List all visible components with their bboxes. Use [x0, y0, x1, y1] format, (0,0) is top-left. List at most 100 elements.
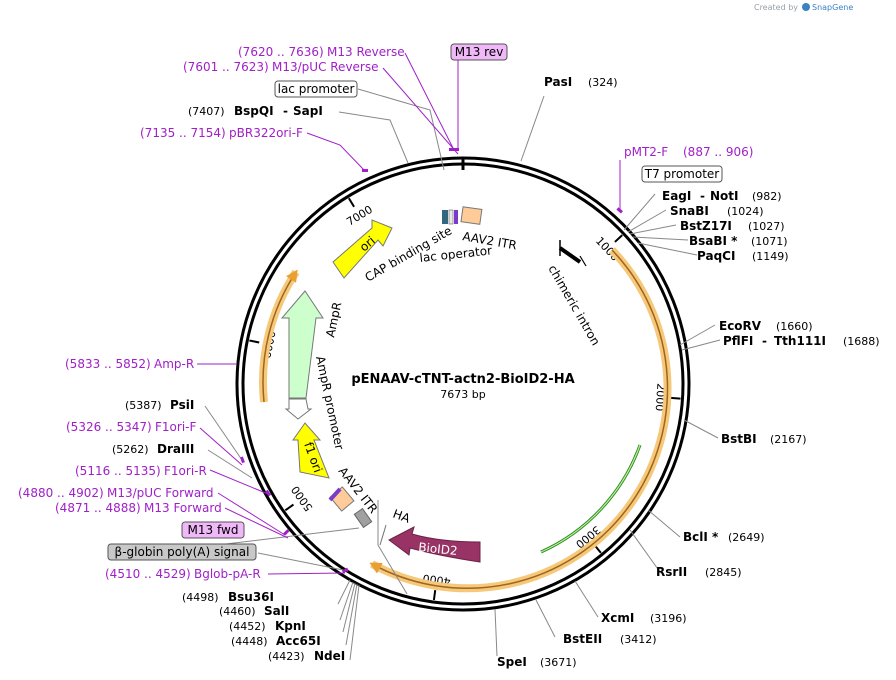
enzyme-paqci[interactable]: PaqCI	[697, 249, 735, 263]
enzyme-bspqi-pos: (7407)	[188, 105, 225, 118]
primer-m13-forward-range[interactable]: (4871 .. 4888)	[55, 501, 141, 515]
primer-bglob-pa-r-name[interactable]: Bglob-pA-R	[194, 567, 261, 581]
primer-marks	[240, 148, 623, 574]
enzyme-noti[interactable]: NotI	[710, 189, 739, 203]
enzyme-spei[interactable]: SpeI	[497, 655, 527, 669]
enzyme-pasi[interactable]: PasI	[544, 75, 572, 89]
lac-promoter-box[interactable]	[274, 80, 358, 98]
tick-mark-1000	[614, 234, 623, 243]
primer-f1ori-f-name[interactable]: F1ori-F	[155, 420, 196, 434]
primer-bglob-pa-r-range[interactable]: (4510 .. 4529)	[105, 567, 191, 581]
enzyme-draiii[interactable]: DraIII	[157, 442, 194, 456]
primer-amp-r-range[interactable]: (5833 .. 5852)	[65, 357, 151, 371]
primer-amp-r-name[interactable]: Amp-R	[154, 357, 194, 371]
primer-f1ori-r-name[interactable]: F1ori-R	[164, 464, 207, 478]
green-feature-arc-highlight	[540, 444, 641, 553]
m13rev-site-block	[454, 210, 458, 224]
m13-rev-box[interactable]	[450, 43, 508, 61]
enzyme-bsteii[interactable]: BstEII	[563, 632, 602, 646]
enzyme-pflfi[interactable]: PflFI	[723, 334, 753, 348]
aav2-itr-top-block[interactable]	[460, 206, 483, 225]
enzyme-bstbi[interactable]: BstBI	[721, 432, 757, 446]
enzyme-kpni[interactable]: KpnI	[275, 619, 306, 633]
primer-pmt2-f-range[interactable]: (887 .. 906)	[683, 145, 753, 159]
m13-fwd-label: M13 fwd	[188, 523, 239, 537]
enzyme-rsrii[interactable]: RsrII	[656, 565, 687, 579]
enzyme-bstbi-pos: (2167)	[770, 433, 807, 446]
enzyme-ecorv-pos: (1660)	[776, 320, 813, 333]
primer-pbr322ori-f-range[interactable]: (7135 .. 7154)	[140, 126, 226, 140]
primer-m13-forward-name[interactable]: M13 Forward	[144, 501, 222, 515]
bglobin-label: β-globin poly(A) signal	[115, 545, 250, 559]
primer-pbr322ori-f-name[interactable]: pBR322ori-F	[229, 126, 303, 140]
enzyme-rsrii-pos: (2845)	[705, 566, 742, 579]
bioid2-arrow[interactable]	[388, 526, 481, 563]
leader-draiii	[207, 449, 253, 479]
enzyme-acc65i[interactable]: Acc65I	[276, 634, 321, 648]
ampr-arrow[interactable]	[280, 290, 324, 399]
enzyme-labels-left: (7407) BspQI - SapI (5387) PsiI (5262) D…	[112, 104, 345, 663]
t7-promoter-box[interactable]	[641, 165, 723, 183]
primer-leaders	[197, 52, 621, 575]
enzyme-bsabi[interactable]: BsaBI *	[689, 234, 738, 248]
leader-m13-forward	[224, 507, 289, 539]
primer-m13puc-reverse-range[interactable]: (7601 .. 7623)	[183, 60, 269, 74]
leader-sali	[339, 581, 354, 621]
enzyme-acc65i-pos: (4448)	[231, 635, 268, 648]
leader-psii	[204, 405, 243, 461]
primer-m13puc-forward-name[interactable]: M13/pUC Forward	[107, 486, 214, 500]
enzyme-bspqi[interactable]: BspQI	[234, 104, 274, 118]
ha-label: HA	[391, 507, 413, 526]
m13-fwd-box[interactable]	[181, 521, 245, 539]
plasmid-name: pENAAV-cTNT-actn2-BioID2-HA	[351, 372, 574, 387]
primer-f1ori-r-range[interactable]: (5116 .. 5135)	[75, 464, 161, 478]
gray-feature-block[interactable]	[353, 507, 373, 529]
primer-m13puc-reverse-name[interactable]: M13/pUC Reverse	[272, 60, 379, 74]
cap-site-block	[442, 210, 448, 224]
primer-m13-reverse-range[interactable]: (7620 .. 7636)	[238, 45, 324, 59]
enzyme-pflfi-pos: (1688)	[843, 335, 880, 348]
enzyme-ecorv[interactable]: EcoRV	[719, 319, 762, 333]
tick-mark-4000	[432, 590, 437, 601]
enzyme-sapi[interactable]: SapI	[293, 104, 323, 118]
primer-f1ori-f-range[interactable]: (5326 .. 5347)	[66, 420, 152, 434]
enzyme-tth111i[interactable]: Tth111I	[774, 334, 826, 348]
enzyme-psii[interactable]: PsiI	[170, 398, 194, 412]
enzyme-paqci-pos: (1149)	[752, 250, 789, 263]
primer-m13-reverse-name[interactable]: M13 Reverse	[327, 45, 405, 59]
tick-label-5000: 5000	[289, 483, 316, 513]
enzyme-bsu36i[interactable]: Bsu36I	[228, 590, 274, 604]
enzyme-ndei[interactable]: NdeI	[314, 649, 345, 663]
enzyme-sali[interactable]: SalI	[264, 604, 289, 618]
enzyme-eagi[interactable]: EagI	[662, 189, 691, 203]
enzyme-eagi-pos: (982)	[752, 190, 782, 203]
leader-bcli	[647, 509, 681, 538]
enzyme-bstz17i[interactable]: BstZ17I	[680, 219, 732, 233]
leader-eagi	[623, 193, 656, 231]
ori-arrow[interactable]	[332, 219, 393, 279]
lac-operator-block	[448, 209, 454, 225]
enzyme-pasi-pos: (324)	[588, 76, 618, 89]
enzyme-snabi[interactable]: SnaBI	[670, 204, 709, 218]
tick-mark-5000	[284, 503, 295, 512]
enzyme-bsu36i-pos: (4498)	[182, 591, 219, 604]
tick-label-7000: 7000	[344, 203, 375, 229]
ha-tag-block[interactable]	[379, 524, 387, 546]
ampr-promoter-arrow[interactable]	[284, 398, 313, 420]
enzyme-bcli[interactable]: BclI *	[683, 530, 719, 544]
bglobin-box[interactable]	[107, 543, 257, 561]
primer-m13puc-forward-range[interactable]: (4880 .. 4902)	[18, 486, 104, 500]
enzyme-xcmi[interactable]: XcmI	[601, 611, 634, 625]
tick-mark-6000	[249, 339, 260, 344]
credit-prefix: Created by	[754, 3, 798, 12]
primer-label-group: (7620 .. 7636) M13 Reverse (7601 .. 7623…	[18, 45, 753, 581]
enzyme-kpni-pos: (4452)	[229, 620, 266, 633]
enzyme-draiii-pos: (5262)	[112, 443, 149, 456]
enzyme-psii-pos: (5387)	[125, 399, 162, 412]
primer-pmt2-f-name[interactable]: pMT2-F	[624, 145, 668, 159]
leader-pasi	[520, 95, 545, 162]
f1-ori-arrow[interactable]	[292, 422, 330, 479]
plasmid-size: 7673 bp	[440, 388, 485, 401]
tick-mark-2000	[670, 396, 681, 400]
